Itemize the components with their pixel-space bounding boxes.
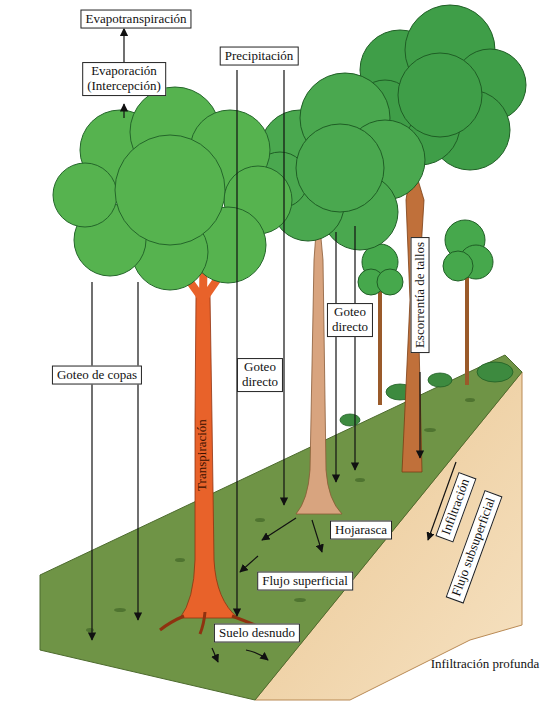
water-arrows [92, 70, 456, 662]
small-trees [358, 220, 493, 405]
process-box: Goteo directo [327, 303, 373, 337]
tree-front [53, 87, 292, 634]
process-box: Hojarasca [330, 521, 392, 540]
process-box: Flujo superficial [257, 572, 353, 591]
box-text: Precipitación [225, 49, 294, 64]
box-text: Evapotranspiración [85, 12, 186, 27]
process-box: Precipitación [220, 47, 299, 66]
box-text: Goteo directo [242, 360, 278, 390]
box-text: Suelo desnudo [219, 626, 295, 641]
ground-surface [40, 355, 522, 700]
flow-arrow [123, 28, 124, 62]
box-text: Goteo directo [332, 305, 368, 335]
process-box: Suelo desnudo [214, 624, 300, 643]
box-text: Evaporación (Intercepción) [87, 64, 161, 94]
box-text: Flujo superficial [262, 574, 348, 589]
process-box: Evapotranspiración [80, 10, 191, 29]
box-text: Hojarasca [335, 523, 387, 538]
tree-middle [252, 73, 425, 514]
process-box: Escorrentía de tallos [411, 237, 430, 353]
box-text: Escorrentía de tallos [413, 242, 428, 348]
process-box: Evaporación (Intercepción) [82, 62, 166, 96]
bushes [340, 362, 513, 426]
trunk-label: Transpiración [195, 419, 210, 491]
zone-label: Infiltración profunda [431, 657, 540, 672]
process-box: Goteo de copas [52, 366, 142, 385]
process-box: Goteo directo [237, 358, 283, 392]
box-text: Goteo de copas [57, 368, 137, 383]
